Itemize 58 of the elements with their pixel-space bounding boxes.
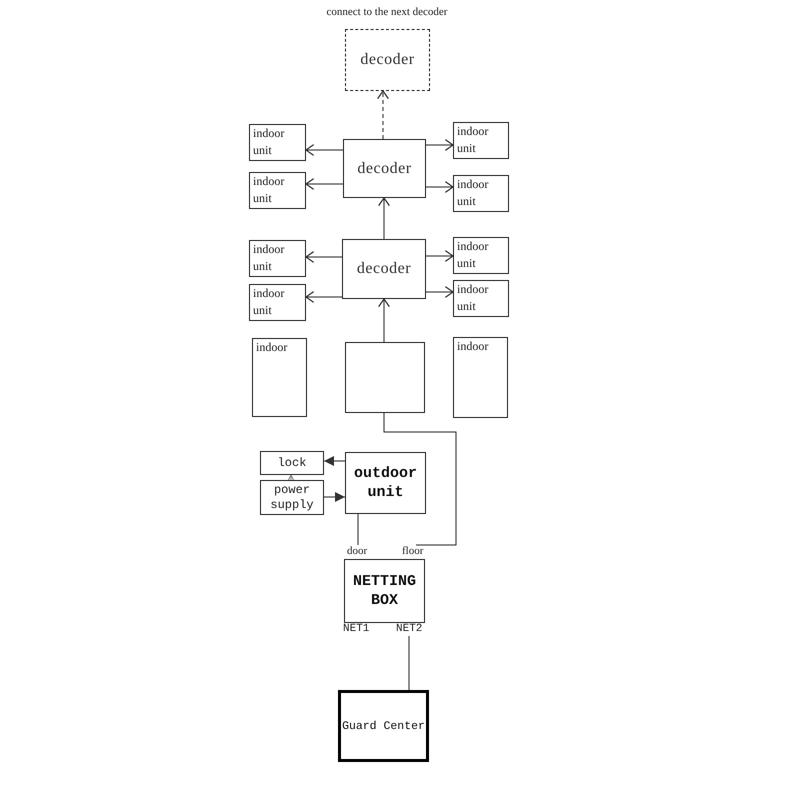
indoor-unit-box [453, 175, 509, 212]
indoor-unit-box [453, 122, 509, 159]
node-label: indoor unit [253, 241, 286, 275]
node-label: indoor unit [253, 125, 286, 159]
indoor-unit-box [249, 240, 306, 277]
arrow [305, 178, 344, 190]
arrow [376, 90, 390, 140]
node-label: indoor unit [253, 285, 286, 319]
indoor-unit-box [252, 338, 307, 417]
node-label: indoor [457, 338, 490, 355]
indoor-unit-box [249, 172, 306, 209]
node-label: outdoor unit [352, 464, 418, 502]
arrow [305, 144, 344, 156]
arrow [305, 290, 342, 304]
node-label: indoor unit [457, 281, 490, 315]
node-label: decoder [357, 158, 412, 178]
device-box [345, 342, 425, 413]
indoor-unit-box [249, 124, 306, 161]
arrow [324, 456, 346, 466]
power-supply-box [260, 480, 324, 515]
node-label: decoder [356, 259, 412, 279]
arrow [426, 138, 454, 152]
lock-box [260, 451, 324, 475]
indoor-unit-box [249, 284, 306, 321]
outdoor-unit-box [345, 452, 426, 514]
arrow [287, 474, 295, 482]
node-label: indoor unit [253, 173, 286, 207]
guard-center-box [338, 690, 429, 762]
port-label: floor [402, 545, 424, 558]
arrow [305, 250, 342, 264]
arrow [378, 197, 390, 240]
port-label: door [347, 545, 368, 558]
node-label: indoor unit [457, 238, 490, 272]
indoor-unit-box [453, 280, 509, 317]
indoor-unit-box [453, 337, 508, 418]
node-label: lock [278, 456, 306, 470]
port-label: NET2 [396, 623, 422, 636]
arrow [426, 250, 454, 262]
node-label: indoor unit [457, 176, 490, 210]
node-label: power supply [269, 482, 315, 512]
node-label: indoor [256, 339, 288, 356]
decoder-box [342, 239, 426, 299]
arrow [378, 298, 390, 342]
node-label: indoor unit [457, 123, 490, 157]
caption-text: connect to the next decoder [326, 6, 448, 19]
arrow [426, 286, 454, 298]
decoder-box [345, 29, 430, 91]
connector-line [384, 412, 456, 546]
node-label: NETTING BOX [352, 572, 417, 610]
arrow [324, 492, 346, 502]
port-label: NET1 [343, 623, 370, 636]
decoder-box [343, 139, 426, 198]
arrow [426, 180, 454, 194]
netting-box [344, 559, 425, 623]
node-label: Guard Center [342, 718, 425, 734]
node-label: decoder [360, 50, 415, 70]
connector-line [408, 636, 410, 690]
indoor-unit-box [453, 237, 509, 274]
